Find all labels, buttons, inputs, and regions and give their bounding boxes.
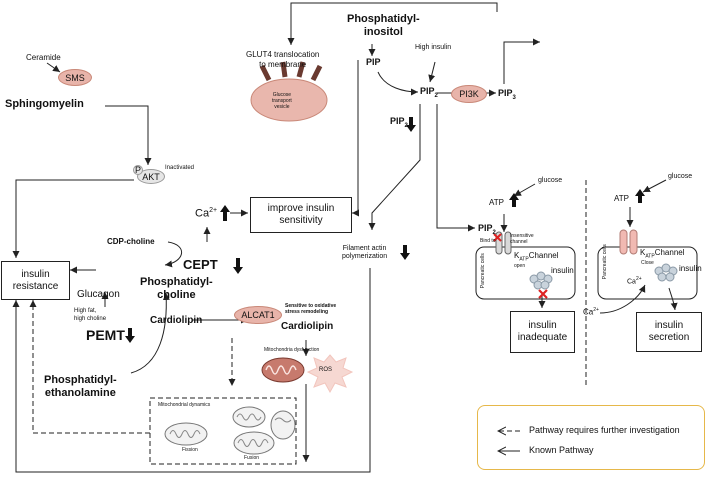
mitochondria-grey [164, 406, 296, 455]
fission-label: Fission [182, 447, 198, 453]
phosphatidylethanolamine-label: Phosphatidyl- ethanolamine [44, 374, 117, 399]
glucose-right-label: glucose [668, 173, 693, 180]
sphingomyelin-label: Sphingomyelin [5, 98, 84, 110]
katp-left-label: KATPChannel [514, 251, 559, 263]
pip2-label: PIP2 [420, 86, 438, 99]
insulin-right-label: insulin [679, 264, 702, 273]
insulin-granules-left [529, 271, 553, 290]
katp-right-sub: ATP [645, 253, 655, 260]
katp-left-k: K [514, 251, 520, 260]
cardiolipin-right-label: Cardiolipin [281, 321, 334, 332]
pip2-cell-label: PIP2 [478, 223, 496, 236]
bind-to-label: Bind to [480, 238, 496, 244]
alcat1-enzyme: ALCAT1 [234, 306, 282, 324]
phosphatidylcholine-label: Phosphatidyl- choline [140, 276, 213, 301]
legend-solid-label: Known Pathway [529, 445, 594, 455]
insulin-secretion-label: insulin secretion [648, 320, 690, 343]
pip2-subscript: 2 [434, 92, 438, 99]
fusion-label: Fusion [244, 455, 260, 461]
mitochondrion-red [261, 357, 305, 383]
pip3-text: PIP [498, 88, 513, 98]
glucose-vesicle-label: Glucose transport vesicle [272, 92, 292, 110]
ca-superscript: 2+ [209, 207, 218, 214]
ca-outside-superscript: 2+ [593, 307, 599, 313]
katp-right-label: KATPChannel [640, 248, 685, 260]
atp-right-label: ATP [614, 194, 629, 203]
pip3-label: PIP3 [498, 88, 516, 101]
pemt-label: PEMT [86, 327, 125, 343]
insulin-inadequate-label: insulin inadequate [517, 320, 568, 343]
insulin-secretion-box: insulin secretion [636, 312, 702, 352]
phosphatidylinositol-label: Phosphatidyl- inositol [347, 13, 420, 38]
glucose-vesicle-shape [250, 61, 328, 122]
glucose-left-label: glucose [538, 177, 563, 184]
cdp-choline-label: CDP-choline [107, 237, 155, 246]
insulin-left-label: insulin [551, 266, 574, 275]
mito-dynamics-label: Mitochondrial dynamics [158, 402, 211, 408]
oxidative-label: Sensitive to oxidative stress remodeling [285, 303, 337, 315]
katp-right-k: K [640, 248, 646, 257]
ca-text: Ca [195, 207, 210, 220]
akt-phosphate: P [133, 165, 143, 175]
pip2-low-text: PIP [390, 116, 405, 126]
ca-cell-label: Ca2+ [627, 276, 642, 286]
katp-left-sub: ATP [519, 256, 529, 263]
cardiolipin-left-label: Cardiolipin [150, 315, 203, 326]
ros-label: ROS [319, 367, 333, 373]
ca-cell-text: Ca [627, 278, 636, 286]
improve-insulin-box: improve insulin sensitivity [250, 197, 352, 233]
katp-right-tail: Channel [654, 248, 685, 257]
close-label: Close [641, 260, 654, 266]
insulin-resistance-box: insulin resistance [1, 261, 70, 300]
high-fat-label: High fat, high choline [74, 308, 107, 322]
cept-label: CEPT [183, 257, 218, 272]
pip3-subscript: 3 [512, 94, 516, 101]
pancreatic-left-label: Pancreatic cells [479, 253, 486, 289]
akt-node: AKT [137, 169, 165, 184]
pip2-low-label: PIP2 [390, 116, 408, 129]
ros-burst [306, 354, 354, 394]
ca-cell-superscript: 2+ [635, 276, 642, 282]
ceramide-label: Ceramide [26, 53, 61, 62]
high-insulin-label: High insulin [415, 44, 452, 51]
katp-left-tail: Channel [528, 251, 559, 260]
pip-label: PIP [366, 57, 381, 67]
pancreatic-right-label: Pancreatic cells [601, 244, 608, 280]
improve-insulin-label: improve insulin sensitivity [267, 203, 335, 226]
legend-dashed-label: Pathway requires further investigation [529, 425, 680, 435]
katp-channel-right [619, 229, 638, 255]
pip2-cell-text: PIP [478, 223, 493, 233]
open-label: open [514, 263, 526, 269]
pip2-text: PIP [420, 86, 435, 96]
akt-inactivated-label: Inactivated [165, 165, 195, 171]
sms-enzyme: SMS [58, 69, 92, 86]
pip2-low-subscript: 2 [404, 122, 408, 129]
filament-label: Filament actin polymerization [342, 245, 388, 261]
ca-label: Ca2+ [195, 207, 217, 220]
legend-box [477, 405, 705, 470]
pi3k-enzyme: PI3K [451, 85, 487, 103]
insensitive-label: Insensitive channel [510, 233, 534, 245]
atp-left-label: ATP [489, 198, 504, 207]
insulin-resistance-label: insulin resistance [12, 268, 59, 292]
pip2-cell-subscript: 2 [492, 229, 496, 236]
insulin-granules-right [654, 263, 678, 282]
ca-outside-label: Ca2+ [583, 307, 599, 317]
glucagon-label: Glucagon [77, 289, 120, 300]
ca-outside-text: Ca [583, 307, 594, 317]
insulin-inadequate-box: insulin inadequate [510, 311, 575, 353]
glut4-label: GLUT4 translocation to membrane [246, 50, 320, 69]
katp-channel-left [495, 231, 512, 255]
mito-dysfunction-label: Mitochondria dysfunction [264, 347, 320, 353]
